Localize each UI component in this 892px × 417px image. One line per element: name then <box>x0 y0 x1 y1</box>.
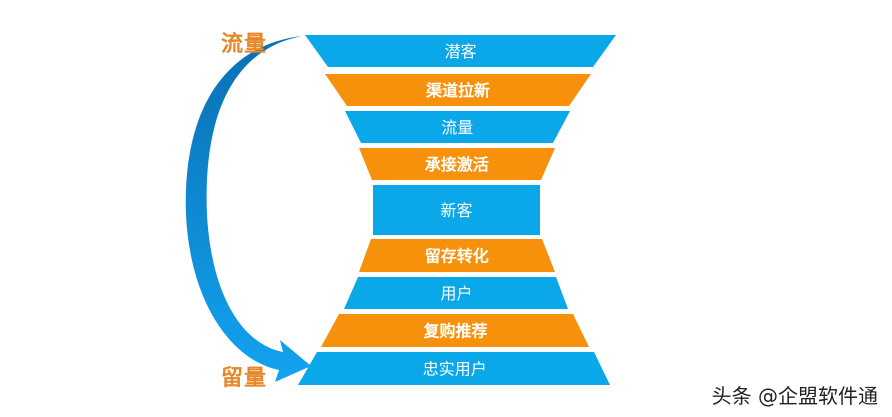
watermark: 头条 @企盟软件通 <box>711 384 878 408</box>
funnel-stage-label-7: 用户 <box>440 284 472 303</box>
funnel-stage-2 <box>325 74 591 106</box>
funnel-stage-label-6: 留存转化 <box>425 247 489 266</box>
label-retention: 留量 <box>221 366 268 391</box>
cycle-arrow-icon <box>185 36 311 382</box>
funnel-stage-label-2: 渠道拉新 <box>426 81 490 100</box>
funnel-stage-label-4: 承接激活 <box>425 155 489 174</box>
funnel-stage-label-1: 潜客 <box>444 42 476 61</box>
funnel-stage-5 <box>373 185 540 235</box>
funnel-stage-1 <box>305 35 616 67</box>
funnel-stage-8 <box>321 314 589 347</box>
funnel-stage-6 <box>359 239 555 272</box>
funnel-stage-7 <box>344 277 568 309</box>
funnel-stage-3 <box>345 111 570 143</box>
funnel-stage-label-5: 新客 <box>440 201 472 220</box>
funnel-stage-label-3: 流量 <box>441 118 473 137</box>
funnel-stage-9 <box>298 352 610 385</box>
funnel-stage-label-8: 复购推荐 <box>422 322 487 341</box>
label-flow: 流量 <box>221 32 268 57</box>
funnel-stage-label-9: 忠实用户 <box>423 360 487 379</box>
funnel-stage-4 <box>359 148 555 180</box>
